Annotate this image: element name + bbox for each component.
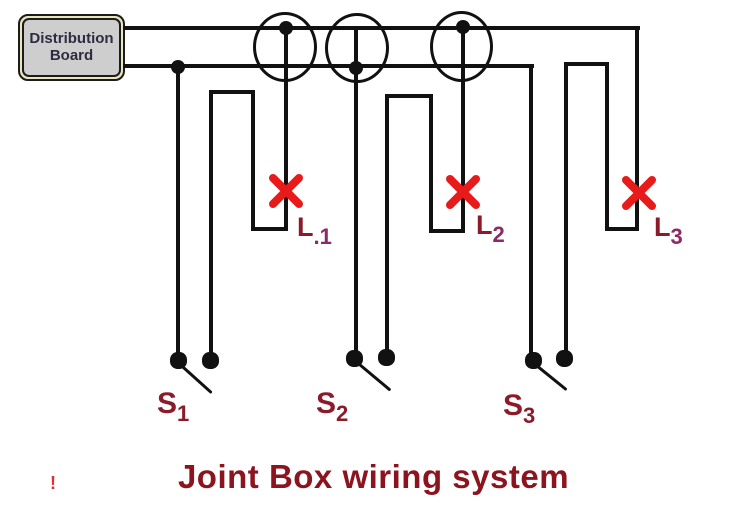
diagram-title: Joint Box wiring system xyxy=(177,458,570,495)
lamp1-letter: L xyxy=(297,212,314,242)
wire-lamp1-drop xyxy=(284,26,288,231)
lamp3-subscript: 3 xyxy=(670,224,683,249)
lamp3-cross-icon xyxy=(622,176,656,210)
lamp2-subscript: 2 xyxy=(492,222,505,247)
wire-switch2-return xyxy=(385,94,389,356)
switch3-letter: S xyxy=(503,389,524,422)
joint-box-3 xyxy=(430,11,493,82)
wire-switch3-return xyxy=(564,62,568,356)
lamp1-cross-icon xyxy=(269,174,303,208)
lamp-label-1: L.1 xyxy=(297,212,332,249)
lamp2-cross-icon xyxy=(446,175,480,209)
wire-phase-bottom xyxy=(123,64,534,68)
switch2-terminal-right xyxy=(378,349,395,366)
switch1-letter: S xyxy=(157,387,178,420)
wire-switch1-return xyxy=(209,90,213,358)
wire-lamp2-return-bottom xyxy=(429,229,465,233)
switch2-letter: S xyxy=(316,387,337,420)
lamp1-subscript: .1 xyxy=(313,224,332,249)
lamp2-letter: L xyxy=(476,210,493,240)
wire-lamp2-return-right xyxy=(429,94,433,233)
lamp-label-3: L3 xyxy=(654,212,683,249)
wire-lamp2-drop xyxy=(461,26,465,233)
wire-lamp1-return-bottom xyxy=(251,227,288,231)
wire-lamp3-return-right xyxy=(605,62,609,231)
distribution-board-inner: Distribution Board xyxy=(22,18,121,77)
joint-box-2 xyxy=(325,13,389,83)
wire-lamp3-drop xyxy=(635,26,639,231)
wire-lamp1-return-top xyxy=(209,90,255,94)
lamp3-letter: L xyxy=(654,212,671,242)
wire-lamp3-return-top xyxy=(564,62,609,66)
wire-switch3-feed xyxy=(529,64,533,358)
switch3-subscript: 3 xyxy=(523,403,536,428)
exclamation-mark: ! xyxy=(50,473,56,493)
switch1-terminal-right xyxy=(202,352,219,369)
distribution-board-label-line2: Board xyxy=(49,46,94,64)
junction-dot-jointbox3 xyxy=(456,20,470,34)
wire-lamp3-return-bottom xyxy=(605,227,639,231)
switch-label-1: S1 xyxy=(157,387,189,426)
switch-label-2: S2 xyxy=(316,387,348,426)
junction-dot-jointbox2 xyxy=(349,61,363,75)
joint-box-1 xyxy=(253,12,317,82)
switch1-subscript: 1 xyxy=(177,401,190,426)
switch-label-3: S3 xyxy=(503,389,535,428)
wire-lamp2-return-top xyxy=(385,94,433,98)
switch3-terminal-right xyxy=(556,350,573,367)
distribution-board: Distribution Board xyxy=(18,14,125,81)
switch2-subscript: 2 xyxy=(336,401,349,426)
junction-dot-phase xyxy=(171,60,185,74)
distribution-board-label-line1: Distribution xyxy=(29,29,114,47)
lamp-label-2: L2 xyxy=(476,210,505,247)
junction-dot-jointbox1 xyxy=(279,21,293,35)
wire-lamp1-return-right xyxy=(251,90,255,231)
wire-switch2-feed xyxy=(354,26,358,356)
wire-switch1-feed xyxy=(176,64,180,358)
